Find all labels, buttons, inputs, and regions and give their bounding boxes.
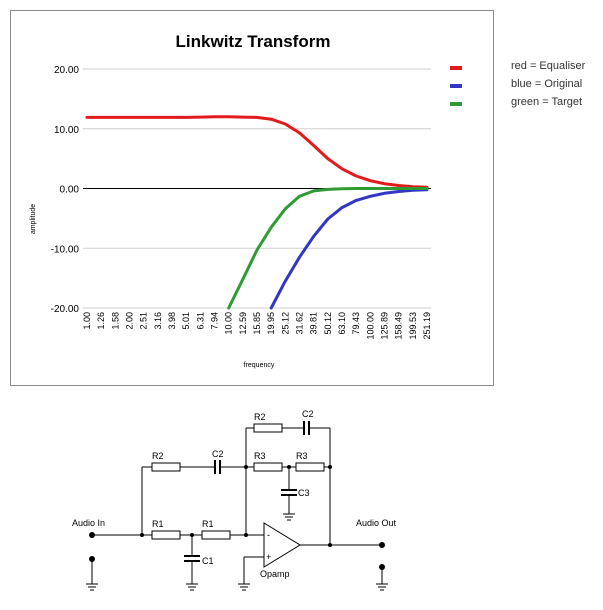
chart-title: Linkwitz Transform <box>176 32 331 51</box>
opamp-minus-label: - <box>267 530 270 540</box>
legend-label: green = Target <box>511 96 583 108</box>
x-tick-label: 39.81 <box>309 312 319 335</box>
x-tick-label: 63.10 <box>337 312 347 335</box>
line-chart: Linkwitz Transform 20.00 10.00 0.00 -10.00 -… <box>30 32 432 369</box>
x-tick-label: 1.00 <box>82 312 92 330</box>
x-tick-label: 10.00 <box>224 312 234 335</box>
x-tick-label: 7.94 <box>210 312 220 330</box>
x-tick-label: 158.49 <box>394 312 404 340</box>
x-tick-label: 15.85 <box>252 312 262 335</box>
c2-label-mid: C2 <box>212 449 224 459</box>
x-tick-label: 25.12 <box>280 312 290 335</box>
x-tick-label: 31.62 <box>295 312 305 335</box>
y-axis-label: amplitude <box>30 204 37 234</box>
x-tick-label: 6.31 <box>195 312 205 330</box>
r3-label-a: R3 <box>254 451 266 461</box>
x-tick-label: 3.98 <box>167 312 177 330</box>
x-tick-label: 50.12 <box>323 312 333 335</box>
x-tick-label: 251.19 <box>422 312 432 340</box>
r1-label-a: R1 <box>152 519 164 529</box>
x-tick-label: 79.43 <box>351 312 361 335</box>
x-axis-label: frequency <box>244 362 275 369</box>
r2-label-top: R2 <box>254 412 266 422</box>
x-tick-label: 5.01 <box>181 312 191 330</box>
opamp-label: Opamp <box>260 569 290 579</box>
y-tick-label: 0.00 <box>60 185 80 196</box>
x-tick-label: 125.89 <box>380 312 390 340</box>
y-tick-label: -10.00 <box>51 244 80 255</box>
legend-swatch <box>450 102 462 106</box>
x-tick-label: 1.58 <box>110 312 120 330</box>
y-tick-label: -20.00 <box>51 304 80 315</box>
c3-label: C3 <box>298 488 310 498</box>
x-tick-label: 3.16 <box>153 312 163 330</box>
r2-label-mid: R2 <box>152 451 164 461</box>
x-tick-label: 199.53 <box>408 312 418 340</box>
series-line-red <box>85 115 429 189</box>
legend-label: red = Equaliser <box>511 60 586 72</box>
circuit-diagram: Audio In Audio Out Opamp R1 R1 C1 R2 C2 … <box>72 409 397 591</box>
x-tick-label: 1.26 <box>96 312 106 330</box>
legend-label: blue = Original <box>511 78 583 90</box>
r1-label-b: R1 <box>202 519 214 529</box>
x-tick-label: 12.59 <box>238 312 248 335</box>
legend-item: green = Target <box>444 96 603 114</box>
r3-label-b: R3 <box>296 451 308 461</box>
x-tick-label: 2.00 <box>125 312 135 330</box>
x-tick-label: 2.51 <box>139 312 149 330</box>
opamp-plus-label: + <box>266 552 271 562</box>
legend-item: blue = Original <box>444 78 603 96</box>
x-tick-label: 19.95 <box>266 312 276 335</box>
chart-panel: Linkwitz Transform 20.00 10.00 0.00 -10.00 -… <box>10 10 494 386</box>
c1-label: C1 <box>202 556 214 566</box>
y-tick-label: 20.00 <box>54 65 79 76</box>
series-line-blue <box>269 188 429 310</box>
c2-label-top: C2 <box>302 409 314 419</box>
audio-in-label: Audio In <box>72 518 105 528</box>
x-tick-label: 100.00 <box>365 312 375 340</box>
audio-out-label: Audio Out <box>356 518 397 528</box>
legend-item: red = Equaliser <box>444 60 603 78</box>
legend-swatch <box>450 84 462 88</box>
series-line-green <box>227 187 429 310</box>
legend-swatch <box>450 66 462 70</box>
y-tick-label: 10.00 <box>54 125 79 136</box>
